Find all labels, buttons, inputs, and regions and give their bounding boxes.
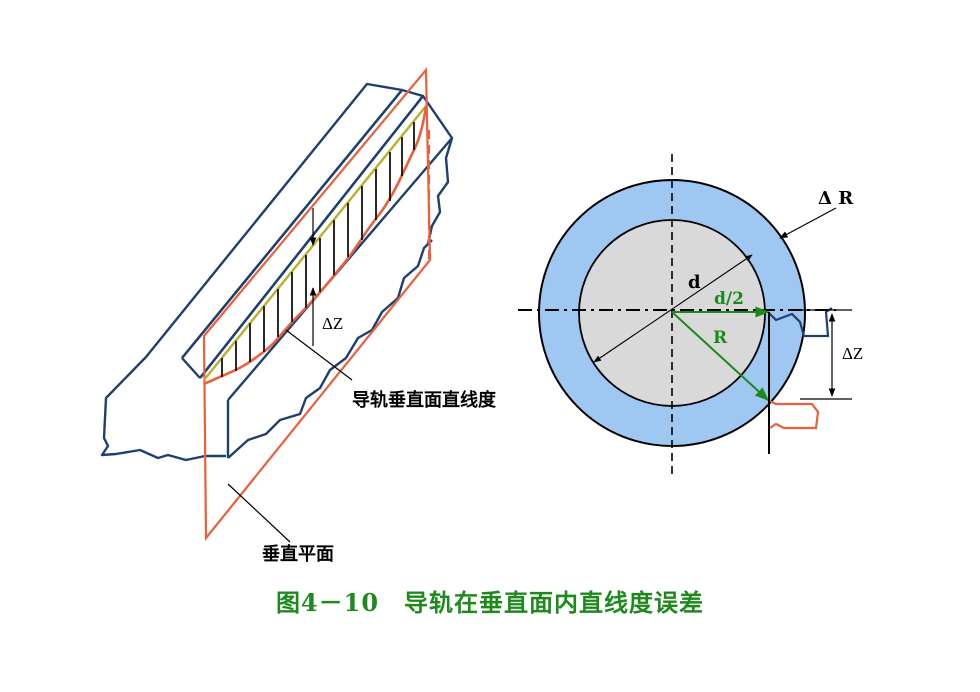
diameter-line [593, 254, 753, 363]
delta-r-leader [779, 207, 837, 239]
delta-z-right-label: ΔZ [842, 344, 863, 363]
actual-profile [203, 105, 428, 386]
hatch-lines [221, 122, 415, 377]
d-half-label: d/2 [714, 289, 744, 309]
vertical-plane [202, 67, 432, 542]
guide-rail [100, 82, 454, 462]
vertical-plane-label: 垂直平面 [262, 543, 334, 565]
rail-label-leader [285, 329, 353, 381]
d-label: d [688, 272, 701, 293]
plane-label-leader [227, 483, 291, 543]
delta-z-left-label: ΔZ [322, 314, 343, 333]
r-label: R [713, 328, 728, 348]
r-line [671, 311, 770, 401]
deviation-band [203, 105, 428, 386]
delta-z-right-dimension [800, 309, 852, 400]
figure-caption: 图4－10 导轨在垂直面内直线度误差 [275, 588, 705, 617]
delta-r-label: Δ R [818, 188, 854, 209]
lower-contact-profile [767, 399, 820, 430]
upper-contact-profile [767, 307, 833, 338]
rail-straightness-label: 导轨垂直面直线度 [352, 389, 497, 411]
